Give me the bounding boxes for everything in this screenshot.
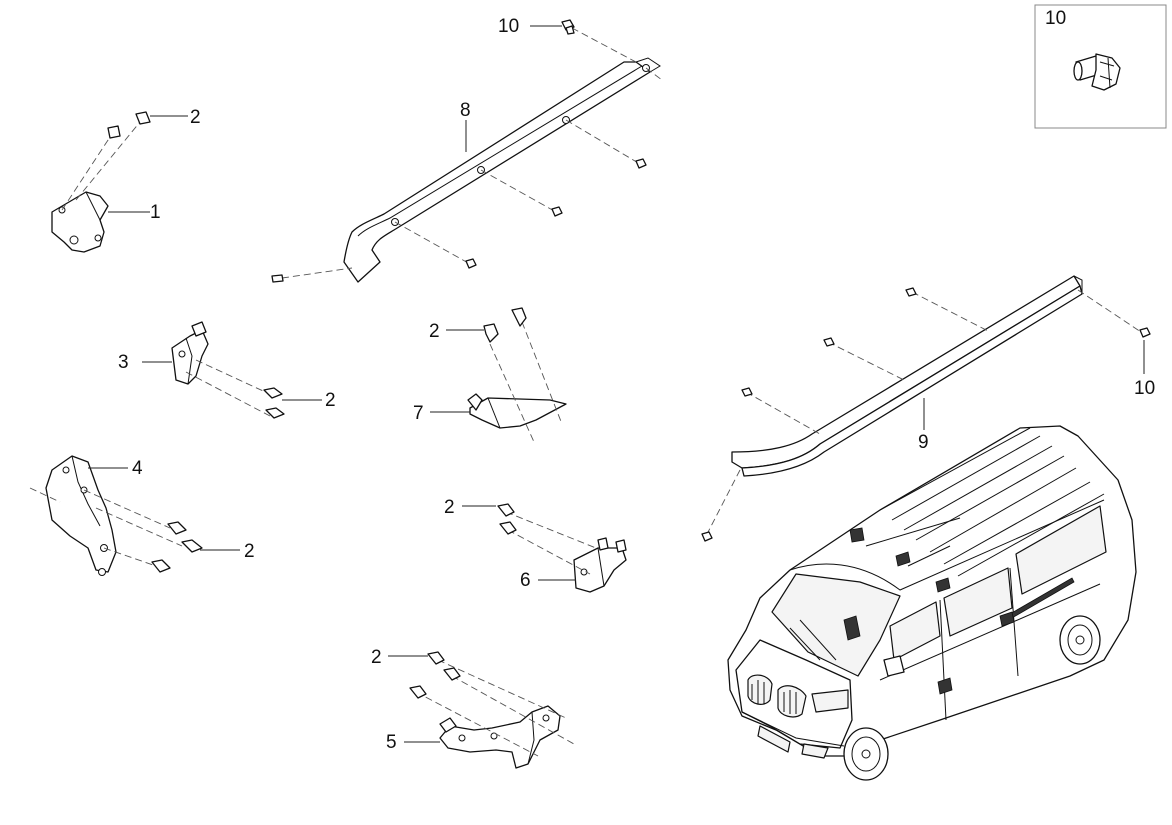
callout-9: 9 [918,432,929,453]
nut-icon [465,158,647,269]
part-7-bracket [467,307,567,443]
callout-4: 4 [132,458,143,479]
bolt-icon [151,521,203,573]
bolt-icon [271,274,284,283]
bolt-icon [409,651,461,699]
callout-1: 1 [150,202,161,223]
part-5-bracket [409,651,575,769]
callout-2: 2 [429,321,440,342]
callout-3: 3 [118,352,129,373]
callout-labels: 2 1 3 2 4 2 8 10 2 7 2 6 2 5 9 10 [118,16,1155,753]
part-3-bracket [171,321,285,419]
bolt-icon [107,111,151,139]
callout-2: 2 [244,541,255,562]
leader-lines [88,25,1145,743]
wheel-front [843,727,889,781]
callout-2: 2 [444,497,455,518]
wheel-rear [1059,615,1101,665]
bolt-icon [561,19,575,35]
callout-7: 7 [413,403,424,424]
part-8-upper-rail [271,19,663,283]
callout-5: 5 [386,732,397,753]
bolt-icon [497,503,517,535]
part-9-lower-rail [701,275,1151,542]
callout-10: 10 [498,16,519,37]
inset-detail-box: 10 [1034,4,1167,129]
part-6-bracket [497,503,627,593]
callout-8: 8 [460,100,471,121]
nut-icon [701,287,1151,542]
part-4-bracket [29,455,203,576]
callout-2: 2 [325,390,336,411]
callout-10: 10 [1134,378,1155,399]
van-icon [727,425,1137,781]
callout-6: 6 [520,570,531,591]
clip-icon [1073,53,1121,91]
inset-label: 10 [1045,8,1066,29]
part-1-bracket [51,111,151,253]
bolt-icon [483,307,527,343]
bolt-icon [263,387,285,419]
callout-2: 2 [190,107,201,128]
callout-2: 2 [371,647,382,668]
